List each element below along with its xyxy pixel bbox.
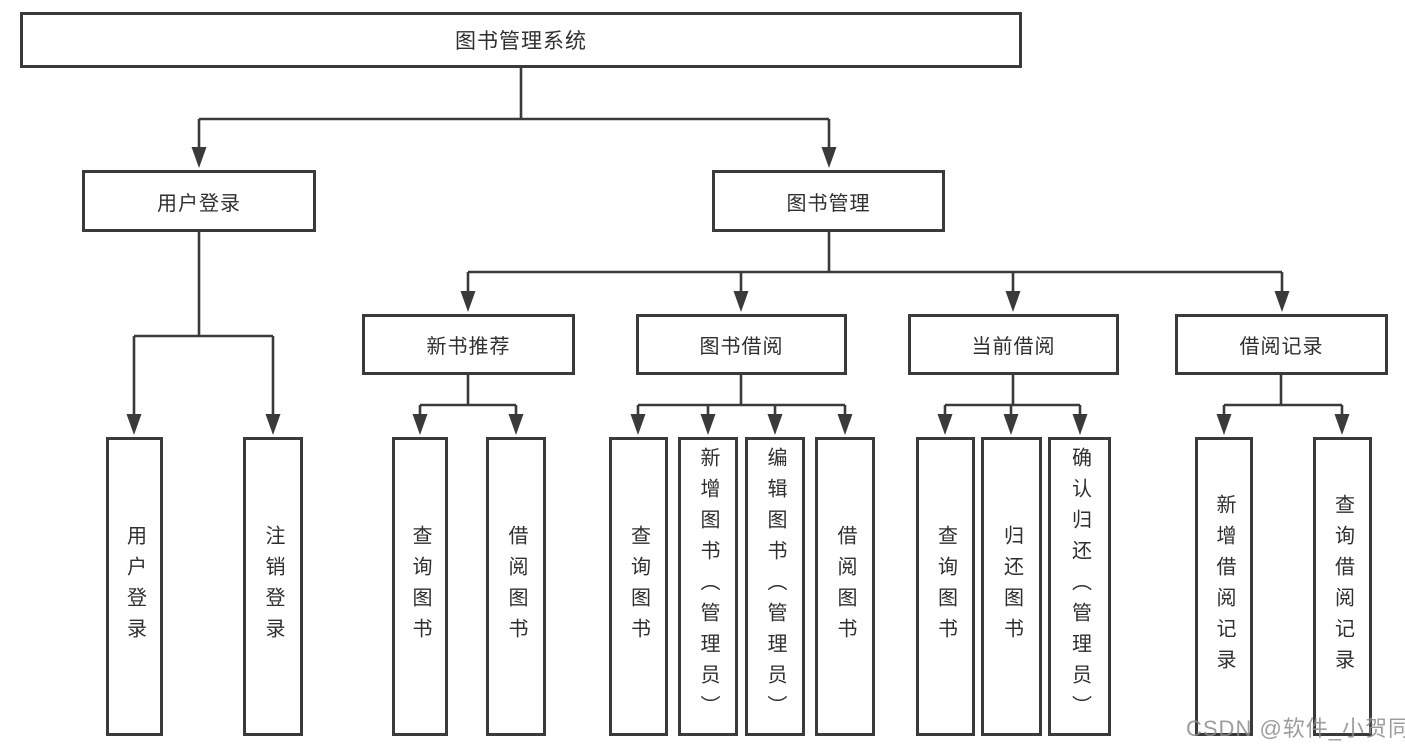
leaf-borrow-query-book: 查询图书 xyxy=(609,437,668,736)
leaf-label: 查询图书 xyxy=(627,524,650,649)
leaf-label: 借阅图书 xyxy=(834,524,856,649)
leaf-label: 借阅图书 xyxy=(505,524,527,649)
node-current-borrow: 当前借阅 xyxy=(908,314,1119,375)
leaf-label: 归还图书 xyxy=(1000,524,1023,649)
leaf-edit-book-admin: 编辑图书（管理员） xyxy=(745,437,805,736)
leaf-borrow-book: 借阅图书 xyxy=(815,437,875,736)
leaf-label: 确认归还（管理员） xyxy=(1068,447,1091,726)
node-borrow-record: 借阅记录 xyxy=(1175,314,1388,375)
leaf-label: 注销登录 xyxy=(262,524,284,649)
leaf-label: 编辑图书（管理员） xyxy=(764,447,786,726)
leaf-newbook-borrow-book: 借阅图书 xyxy=(486,437,546,736)
leaf-label: 用户登录 xyxy=(123,524,146,649)
node-user-login: 用户登录 xyxy=(82,170,316,232)
leaf-label: 查询借阅记录 xyxy=(1331,493,1354,680)
leaf-user-login: 用户登录 xyxy=(106,437,163,736)
connector-arrowheads xyxy=(126,147,1350,435)
node-root-system: 图书管理系统 xyxy=(20,12,1022,68)
leaf-label: 查询图书 xyxy=(934,524,957,649)
leaf-logout: 注销登录 xyxy=(243,437,303,736)
leaf-confirm-return-admin: 确认归还（管理员） xyxy=(1048,437,1111,736)
leaf-label: 新增图书（管理员） xyxy=(697,447,719,726)
node-book-borrow: 图书借阅 xyxy=(636,314,847,375)
leaf-query-borrow-record: 查询借阅记录 xyxy=(1313,437,1372,736)
leaf-current-query-book: 查询图书 xyxy=(916,437,975,736)
connector-tree-lines xyxy=(132,68,1344,418)
leaf-newbook-query-book: 查询图书 xyxy=(392,437,448,736)
leaf-return-book: 归还图书 xyxy=(981,437,1042,736)
leaf-label: 新增借阅记录 xyxy=(1213,493,1235,680)
node-book-management: 图书管理 xyxy=(712,170,945,232)
leaf-add-book-admin: 新增图书（管理员） xyxy=(678,437,738,736)
leaf-label: 查询图书 xyxy=(409,524,431,649)
node-new-book-recommend: 新书推荐 xyxy=(362,314,575,375)
csdn-watermark: CSDN @软件_小贺同学 xyxy=(1186,716,1405,741)
leaf-add-borrow-record: 新增借阅记录 xyxy=(1195,437,1253,736)
